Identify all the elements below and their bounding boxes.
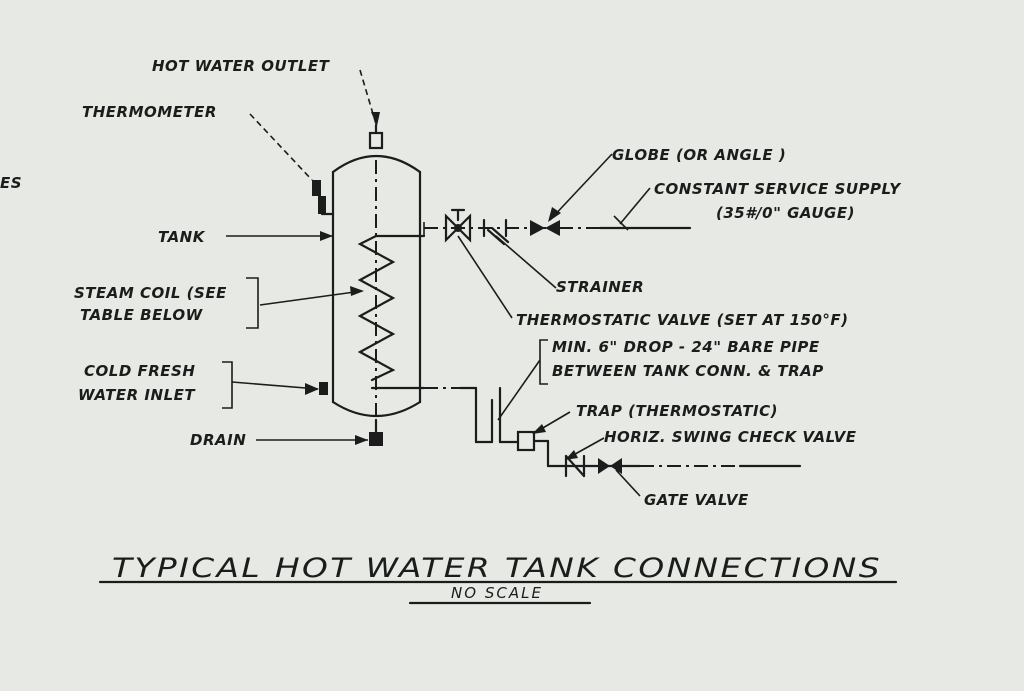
gate-valve-symbol — [598, 458, 622, 474]
label-steam-coil-line2: TABLE BELOW — [80, 306, 204, 324]
leader-lines — [226, 69, 651, 497]
steam-coil — [357, 234, 426, 390]
label-thermometer: THERMOMETER — [82, 103, 217, 121]
steam-supply-line — [423, 222, 692, 236]
label-cold-inlet-line1: COLD FRESH — [84, 362, 195, 380]
label-supply-line1: CONSTANT SERVICE SUPPLY — [654, 180, 902, 198]
drawing-subtitle: NO SCALE — [451, 584, 543, 602]
drain-fitting — [369, 418, 383, 446]
label-edge-fragment: ES — [0, 174, 22, 192]
label-drain: DRAIN — [190, 431, 246, 449]
globe-valve-symbol — [530, 220, 560, 236]
label-cold-inlet-line2: WATER INLET — [78, 386, 196, 404]
thermostatic-valve-symbol — [444, 208, 472, 243]
drawing-title: TYPICAL HOT WATER TANK CONNECTIONS — [112, 553, 882, 584]
trap-symbol — [516, 430, 550, 468]
label-thermostatic-valve: THERMOSTATIC VALVE (SET AT 150°F) — [516, 311, 849, 329]
cold-inlet-fitting — [319, 382, 328, 395]
outlet-nozzle — [368, 123, 384, 150]
label-drop-line1: MIN. 6" DROP - 24" BARE PIPE — [552, 338, 820, 356]
label-gate-valve: GATE VALVE — [644, 491, 749, 509]
label-trap: TRAP (THERMOSTATIC) — [576, 402, 778, 420]
label-drop-line2: BETWEEN TANK CONN. & TRAP — [552, 362, 824, 380]
label-brackets — [222, 277, 548, 409]
label-supply-line2: (35#/0" GAUGE) — [716, 204, 855, 222]
condensate-return-line — [424, 386, 520, 444]
label-strainer: STRAINER — [556, 278, 644, 296]
strainer-symbol — [482, 218, 510, 246]
label-globe-valve: GLOBE (OR ANGLE ) — [612, 146, 786, 164]
label-check-valve: HORIZ. SWING CHECK VALVE — [604, 428, 857, 446]
label-hot-water-outlet: HOT WATER OUTLET — [152, 57, 331, 75]
label-steam-coil-line1: STEAM COIL (SEE — [74, 284, 227, 302]
label-tank: TANK — [158, 228, 206, 246]
drawing-title-block: TYPICAL HOT WATER TANK CONNECTIONS NO SC… — [98, 553, 898, 605]
thermometer-fitting — [312, 180, 335, 216]
